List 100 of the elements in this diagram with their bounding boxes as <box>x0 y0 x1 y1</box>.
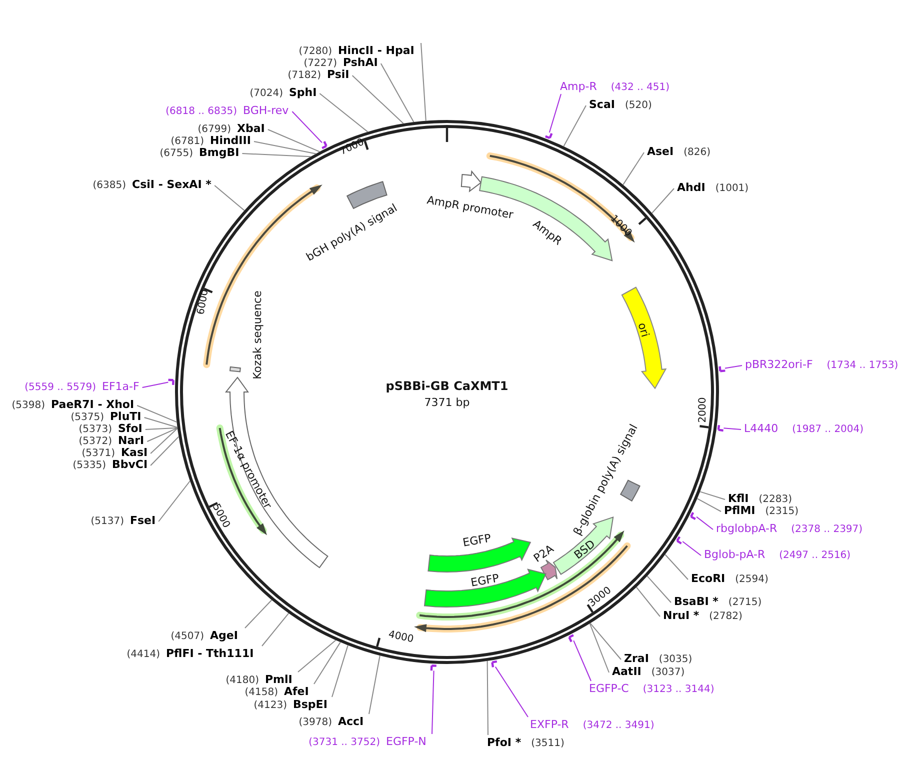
leader-line <box>548 94 562 133</box>
leader-line <box>262 612 290 646</box>
leader-line <box>420 42 426 122</box>
enzyme-name: AatII <box>612 665 642 678</box>
primer-position: (1734 .. 1753) <box>826 360 898 371</box>
primer-position: (2378 .. 2397) <box>791 524 863 535</box>
leader-line <box>267 129 320 152</box>
primer-name: BGH-rev <box>243 104 289 117</box>
feature-label: EGFP <box>462 532 492 550</box>
primer-name: EGFP-N <box>386 735 426 748</box>
leader-line <box>573 640 592 682</box>
leader-line <box>368 655 380 714</box>
enzyme-name: BspEI <box>293 698 328 711</box>
leader-line <box>242 153 312 158</box>
primer-position: (6818 .. 6835) <box>166 106 237 117</box>
enzyme-name: AccI <box>338 715 364 728</box>
enzyme-name: KflI <box>728 492 749 505</box>
gene-feature <box>424 568 546 608</box>
enzyme-name: FseI <box>130 514 156 527</box>
leader-line <box>682 541 702 556</box>
enzyme-name: PsiI <box>327 68 350 81</box>
feature-block <box>304 180 400 264</box>
feature-label: Kozak sequence <box>251 290 264 380</box>
primer-position: (3123 .. 3144) <box>642 684 714 695</box>
leader-line <box>214 185 245 211</box>
enzyme-name: NarI <box>118 434 144 447</box>
leader-line <box>254 141 316 154</box>
site-position: (520) <box>624 100 652 111</box>
plasmid-name: pSBBi-GB CaXMT1 <box>386 379 508 393</box>
site-position: (3035) <box>658 654 692 665</box>
enzyme-name: PflMI <box>724 504 756 517</box>
site-position: (5335) <box>72 460 106 471</box>
leader-line <box>651 188 674 214</box>
enzyme-name: PfoI * <box>487 736 522 749</box>
leader-line <box>486 660 488 736</box>
leader-line <box>150 436 180 466</box>
enzyme-name: ZraI <box>624 652 649 665</box>
enzyme-name: PluTI <box>110 410 142 423</box>
primer-name: EF1a-F <box>102 380 140 393</box>
leader-line <box>144 427 178 430</box>
primer-name: Bglob-pA-R <box>704 548 766 561</box>
leader-line <box>589 623 610 673</box>
site-position: (7024) <box>250 88 283 99</box>
enzyme-name: AseI <box>647 145 674 158</box>
enzyme-name: EcoRI <box>691 572 726 585</box>
tick-label: 7000 <box>338 136 366 158</box>
site-position: (5372) <box>78 436 112 447</box>
site-position: (7227) <box>304 58 337 69</box>
leader-line <box>432 670 434 734</box>
enzyme-name: PshAI <box>343 56 378 69</box>
site-position: (826) <box>684 147 711 158</box>
site-position: (6799) <box>198 124 231 135</box>
enzyme-name: ScaI <box>589 98 615 111</box>
leader-line <box>314 642 341 684</box>
enzyme-name: NruI * <box>663 609 700 622</box>
leader-line <box>724 365 742 369</box>
primer-position: (3731 .. 3752) <box>308 737 380 748</box>
leader-line <box>298 640 336 672</box>
leader-line <box>144 417 178 428</box>
site-position: (4180) <box>226 675 259 686</box>
site-position: (5373) <box>78 424 112 435</box>
leader-line <box>244 600 272 628</box>
site-position: (3978) <box>298 717 332 728</box>
leader-line <box>352 75 404 124</box>
tick-label: 5000 <box>210 502 232 530</box>
site-position: (4123) <box>254 700 287 711</box>
leader-line <box>332 644 348 698</box>
site-position: (5137) <box>90 516 124 527</box>
leader-line <box>319 93 368 132</box>
primer-position: (432 .. 451) <box>610 82 670 93</box>
feature-block <box>229 290 264 380</box>
enzyme-name: AhdI <box>677 181 706 194</box>
leader-line <box>664 554 688 580</box>
primer-name: Amp-R <box>560 80 597 93</box>
feature-label: P2A <box>531 542 556 565</box>
enzyme-name: AfeI <box>284 685 309 698</box>
site-position: (6781) <box>170 136 204 147</box>
site-position: (6385) <box>92 180 126 191</box>
leader-line <box>636 586 660 617</box>
enzyme-name: HincII - HpaI <box>338 44 414 57</box>
enzyme-name: BbvCI <box>112 458 148 471</box>
primer-name: rbglobpA-R <box>716 522 778 535</box>
enzyme-name: CsiI - SexAI * <box>132 178 212 191</box>
gene-feature <box>428 532 532 572</box>
leader-line <box>142 382 169 388</box>
enzyme-name: SphI <box>289 86 317 99</box>
leader-line <box>136 405 178 423</box>
site-position: (4158) <box>244 687 278 698</box>
primer-name: EGFP-C <box>589 682 629 695</box>
leader-line <box>494 666 528 718</box>
leader-line <box>158 480 190 522</box>
enzyme-name: PflFI - Tth111I <box>166 647 254 660</box>
gene-feature <box>621 286 667 390</box>
enzyme-name: HindIII <box>210 134 251 147</box>
site-position: (3511) <box>531 738 564 749</box>
leader-line <box>146 428 178 442</box>
site-position: (1001) <box>715 183 749 194</box>
leader-line <box>292 111 322 144</box>
leader-line <box>646 576 672 603</box>
leader-line <box>590 622 622 660</box>
